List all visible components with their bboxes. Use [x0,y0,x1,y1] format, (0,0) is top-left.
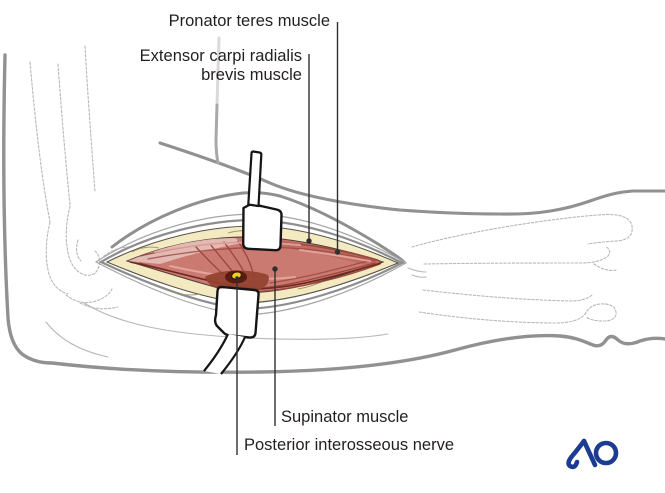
leader-supinator [272,266,278,426]
label-pronator-teres: Pronator teres muscle [168,12,330,30]
incision-outer-line [94,213,408,316]
leader-pronator [334,22,341,255]
retractor-top [242,150,283,252]
label-supinator: Supinator muscle [281,408,409,426]
label-posterior-interosseous-nerve: Posterior interosseous nerve [244,436,455,454]
leader-pin [235,276,239,455]
label-ecrb-line1: Extensor carpi radialis [139,47,302,65]
label-ecrb: Extensor carpi radialis brevis muscle [140,47,302,85]
label-ecrb-line2: brevis muscle [201,66,302,84]
incision-wound [94,213,408,316]
leader-ecrb [306,54,312,244]
ao-logo [566,438,619,470]
leader-lines [235,22,341,455]
